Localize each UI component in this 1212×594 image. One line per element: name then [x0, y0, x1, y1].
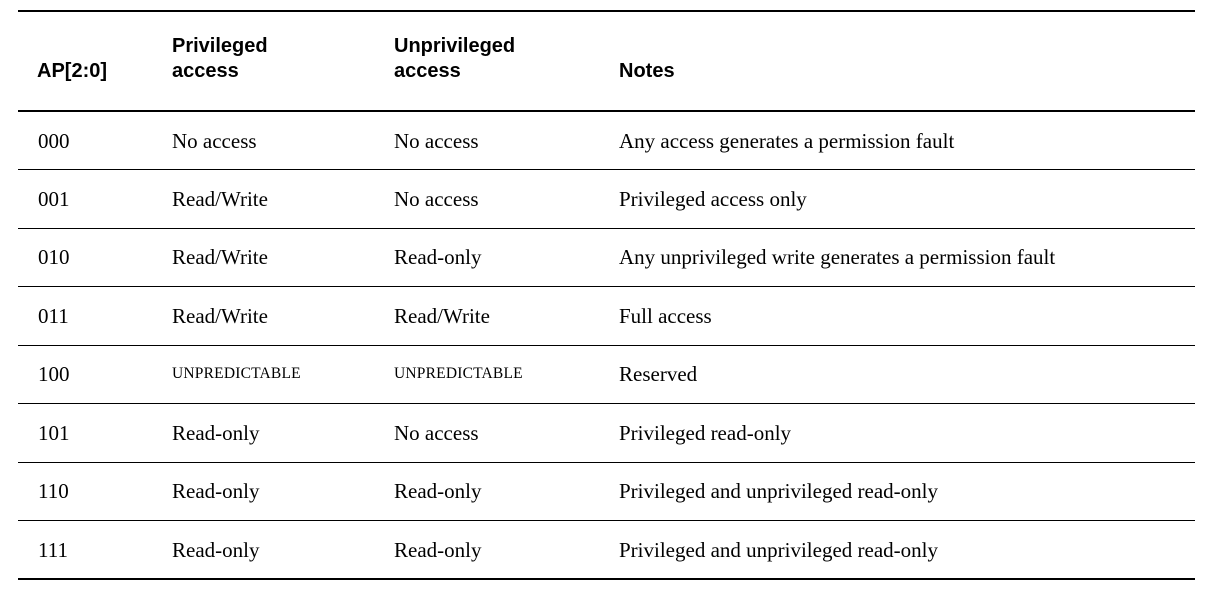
- table-row: 110 Read-only Read-only Privileged and unpr…: [18, 462, 1195, 521]
- cell-ap-value: 010: [38, 245, 70, 270]
- access-permissions-table-container: AP[2:0] Privileged access Unprivileged a…: [18, 10, 1195, 580]
- cell-unprivileged-access: Read/Write: [394, 303, 490, 328]
- table-row: 010 Read/Write Read-only Any unprivileged w…: [18, 228, 1195, 287]
- cell-ap-value: 110: [38, 479, 69, 504]
- table-row: 001 Read/Write No access Privileged access …: [18, 170, 1195, 228]
- cell-unprivileged-access: Read-only: [394, 537, 482, 562]
- access-permissions-table: AP[2:0] Privileged access Unprivileged a…: [18, 10, 1195, 580]
- cell-notes: Privileged and unprivileged read-only: [619, 479, 938, 504]
- table-row: 100 UNPREDICTABLE UNPREDICTABLE Reserved: [18, 345, 1195, 404]
- cell-unprivileged-access: No access: [394, 186, 479, 211]
- cell-notes: Any access generates a permission fault: [619, 128, 955, 153]
- cell-privileged-access: Read/Write: [172, 245, 268, 270]
- cell-notes: Privileged and unprivileged read-only: [619, 537, 938, 562]
- cell-unprivileged-access: No access: [394, 420, 479, 445]
- cell-privileged-access: Read/Write: [172, 186, 268, 211]
- cell-privileged-access: Read-only: [172, 420, 260, 445]
- table-row: 011 Read/Write Read/Write Full access: [18, 287, 1195, 345]
- column-header-privileged-access: Privileged access: [172, 11, 392, 111]
- column-header-unprivileged-line2: access: [394, 60, 461, 82]
- cell-notes: Privileged read-only: [619, 420, 792, 445]
- table-header: AP[2:0] Privileged access Unprivileged a…: [18, 11, 1195, 111]
- cell-ap-value: 111: [38, 537, 68, 562]
- cell-privileged-access: Read-only: [172, 537, 260, 562]
- cell-ap-value: 001: [38, 186, 70, 211]
- column-header-ap-label: AP[2:0]: [37, 60, 108, 82]
- column-header-privileged-line2: access: [172, 60, 239, 82]
- cell-privileged-access: Read-only: [172, 479, 260, 504]
- table-row: 000 No access No access Any access generate…: [18, 111, 1195, 170]
- cell-ap-value: 000: [38, 128, 70, 153]
- cell-unprivileged-access: Read-only: [394, 245, 482, 270]
- cell-ap-value: 011: [38, 303, 69, 328]
- cell-notes: Privileged access only: [619, 186, 807, 211]
- cell-notes: Any unprivileged write generates a permi…: [619, 245, 1056, 270]
- cell-privileged-access: Read/Write: [172, 303, 268, 328]
- cell-unprivileged-access: No access: [394, 128, 479, 153]
- table-header-row: AP[2:0] Privileged access Unprivileged a…: [18, 11, 1195, 111]
- table-body: 000 No access No access Any access generate…: [18, 111, 1195, 579]
- table-row: 101 Read-only No access Privileged read-onl…: [18, 404, 1195, 462]
- cell-unprivileged-access: UNPREDICTABLE: [394, 365, 523, 383]
- cell-privileged-access: UNPREDICTABLE: [172, 365, 301, 383]
- cell-notes: Reserved: [619, 362, 698, 387]
- column-header-unprivileged-line1: Unprivileged: [394, 35, 516, 57]
- column-header-notes: Notes: [614, 11, 1195, 111]
- column-header-ap: AP[2:0]: [18, 11, 172, 111]
- column-header-privileged-line1: Privileged: [172, 35, 268, 57]
- cell-unprivileged-access: Read-only: [394, 479, 482, 504]
- table-row: 111 Read-only Read-only Privileged and unpr…: [18, 521, 1195, 579]
- cell-notes: Full access: [619, 303, 712, 328]
- column-header-notes-label: Notes: [619, 60, 675, 82]
- column-header-unprivileged-access: Unprivileged access: [392, 11, 614, 111]
- cell-privileged-access: No access: [172, 128, 257, 153]
- cell-ap-value: 101: [38, 420, 70, 445]
- cell-ap-value: 100: [38, 362, 70, 387]
